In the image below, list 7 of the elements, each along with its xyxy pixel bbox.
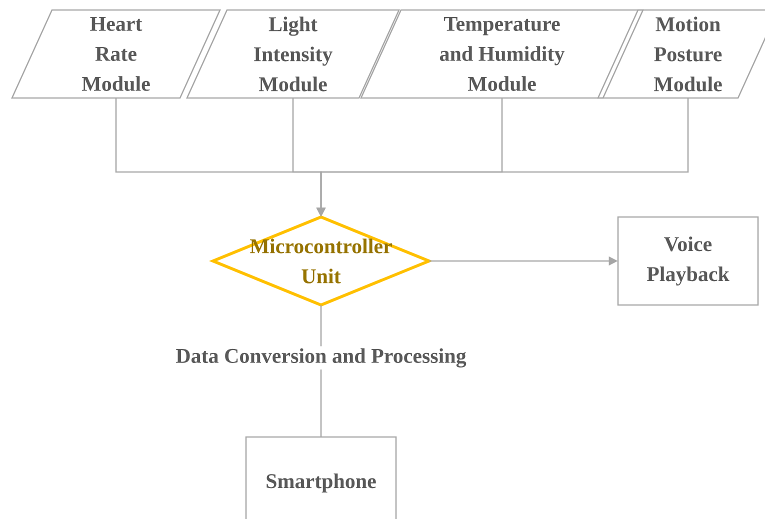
input-parallelogram: Light Intensity Module — [186, 9, 400, 99]
process-box: Voice Playback — [617, 216, 759, 306]
input-parallelogram: Heart Rate Module — [11, 9, 221, 99]
edge-label: Data Conversion and Processing — [174, 346, 468, 370]
input-parallelogram: Temperature and Humidity Module — [360, 9, 644, 99]
input-parallelogram: Motion Posture Module — [597, 9, 765, 99]
process-box: Smartphone — [245, 436, 397, 519]
